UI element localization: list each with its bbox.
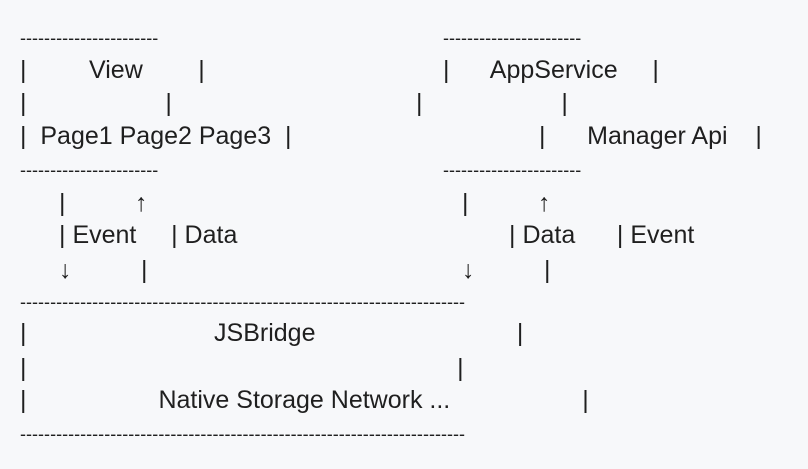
left-arrows-top: | ↑ [59,189,148,217]
right-arrows-top: | ↑ [462,189,551,217]
bridge-box-top-rule: ----------------------------------------… [20,292,466,312]
appservice-box-title-line: | AppService | [443,56,659,84]
appservice-box-top-rule: ----------------------- [443,28,582,48]
bridge-box-bottom-rule: ----------------------------------------… [20,424,466,444]
appservice-box-bottom-rule: ----------------------- [443,160,582,180]
view-box-title-line: | View | [20,56,205,84]
bridge-box-title-line: | JSBridge | [20,319,524,347]
left-arrows-bottom: ↓ | [59,256,148,284]
left-arrows-labels: | Event | Data [59,221,238,249]
appservice-box-empty-line: | | [416,89,568,117]
bridge-box-empty-line: | | [20,354,464,382]
right-arrows-bottom: ↓ | [462,256,551,284]
view-box-pages-line: | Page1 Page2 Page3 | [20,122,292,150]
bridge-box-native-line: | Native Storage Network ... | [20,386,589,414]
right-arrows-labels: | Data | Event [509,221,695,249]
view-box-empty-line: | | [20,89,172,117]
view-box-top-rule: ----------------------- [20,28,159,48]
appservice-box-manager-line: | Manager Api | [539,122,762,150]
view-box-bottom-rule: ----------------------- [20,160,159,180]
